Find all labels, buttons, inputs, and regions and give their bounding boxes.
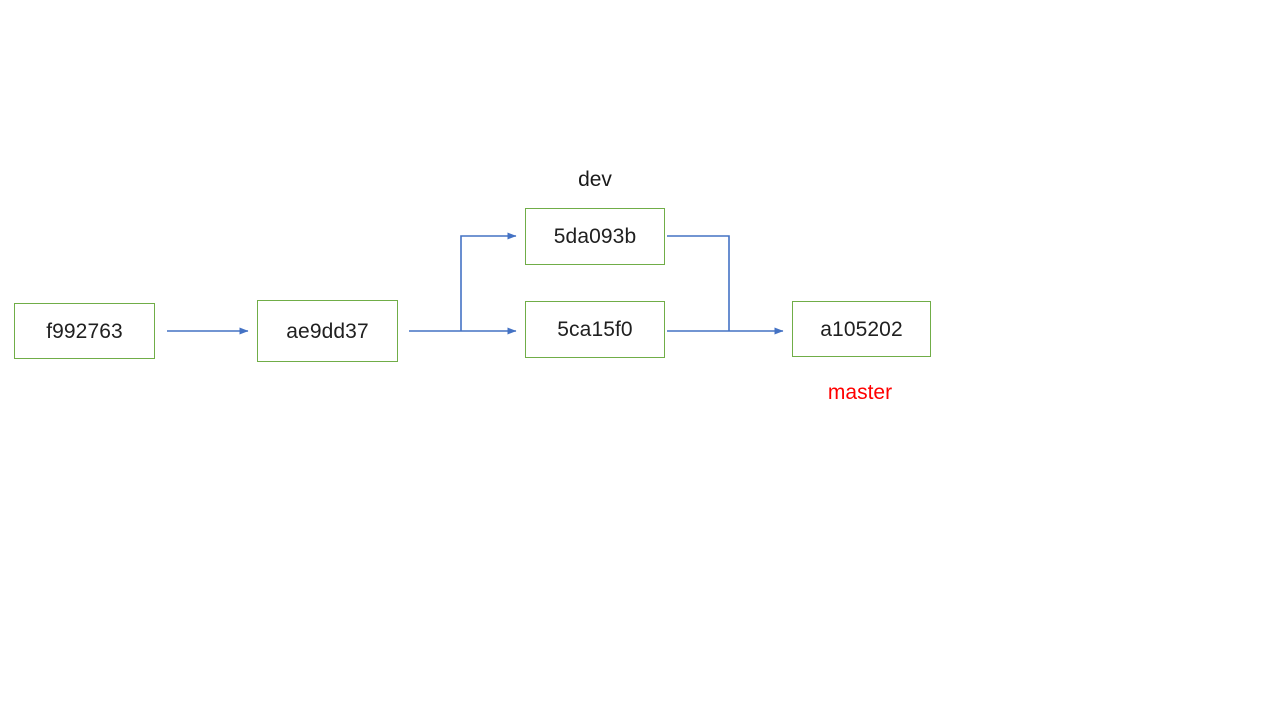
edge-5da093b-to-a105202-merge [667,235,730,331]
commit-hash-label: 5ca15f0 [557,318,633,341]
commit-hash-label: 5da093b [553,225,637,248]
edge-ae9dd37-to-5da093b [460,232,517,331]
commit-node-f992763[interactable]: f992763 [14,303,155,359]
branch-label-dev: dev [578,168,612,191]
commit-node-ae9dd37[interactable]: ae9dd37 [257,300,398,362]
commit-hash-label: ae9dd37 [286,319,369,343]
commit-node-a105202[interactable]: a105202 [792,301,931,357]
commit-hash-label: a105202 [820,317,903,341]
branch-label-master: master [827,381,893,404]
commit-node-5da093b[interactable]: 5da093b [525,208,665,265]
commit-node-5ca15f0[interactable]: 5ca15f0 [525,301,665,358]
commit-hash-label: f992763 [46,319,123,343]
